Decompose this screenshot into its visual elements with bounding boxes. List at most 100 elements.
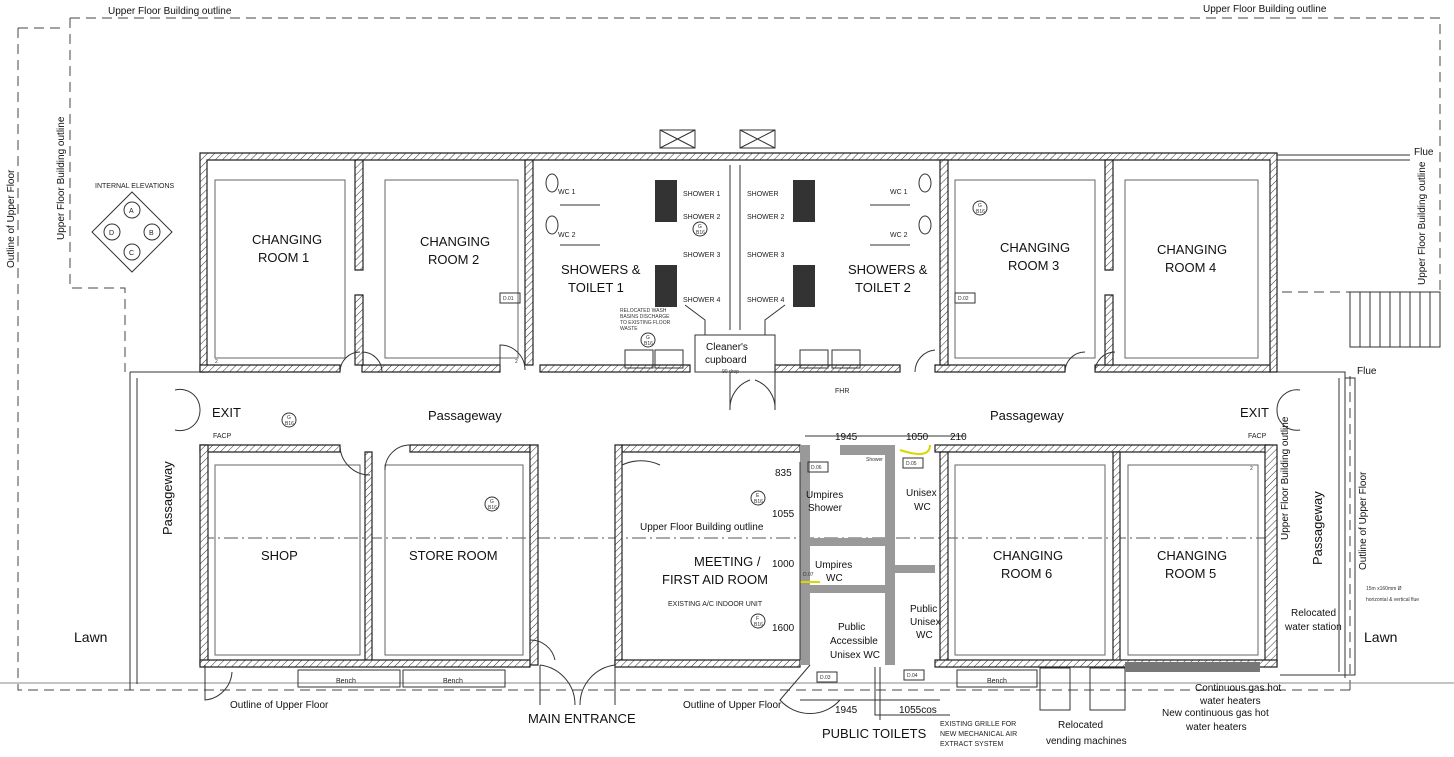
existing-grille-label: NEW MECHANICAL AIR (940, 731, 1017, 738)
facp-label: FACP (1248, 433, 1267, 440)
public-toilets-label: PUBLIC TOILETS (822, 726, 927, 741)
door-tag: D.04 (907, 673, 918, 679)
door-swing-yellow (899, 444, 931, 455)
elevation-code: B16 (976, 209, 985, 215)
vending-machines-label: Relocated (1058, 720, 1103, 731)
wash-note: TO EXISTING FLOOR (620, 320, 671, 326)
door-tag: D.07 (803, 572, 814, 578)
door-tag: D.01 (503, 296, 514, 302)
existing-grille-label: EXTRACT SYSTEM (940, 741, 1003, 748)
upper-floor-outline (0, 17, 1454, 691)
umpires-shower-label: Shower (808, 503, 843, 514)
umpires-wc-label: Umpires (815, 560, 852, 571)
doors (174, 344, 1301, 714)
new-heaters-label: water heaters (1185, 722, 1247, 733)
wash-note: RELOCATED WASH (620, 308, 667, 314)
vending-machines-label: vending machines (1046, 736, 1127, 747)
door-tag: D.02 (958, 296, 969, 302)
main-entrance-label: MAIN ENTRANCE (528, 711, 636, 726)
umpires-shower-label: Umpires (806, 490, 843, 501)
elevation-tag: G (698, 224, 702, 230)
dimension: 1050 (906, 432, 929, 443)
elevation-tag: F (756, 616, 759, 622)
svg-text:B: B (149, 230, 154, 237)
elevation-tag: G (978, 203, 982, 209)
elevation-tag: E (756, 493, 760, 499)
bench-label: Bench (443, 678, 463, 685)
upper-floor-outline-label: Upper Floor Building outline (1280, 416, 1291, 540)
showers-toilet-1-label: TOILET 1 (568, 280, 624, 295)
elevation-code: B16 (644, 341, 653, 347)
shower-label: Shower (866, 457, 883, 463)
unisex-wc-label: Unisex (906, 488, 937, 499)
building-walls (129, 152, 1346, 690)
existing-ac-label: EXISTING A/C INDOOR UNIT (668, 601, 763, 608)
door-tag: D.05 (906, 461, 917, 467)
upper-floor-outline-label: Upper Floor Building outline (1203, 4, 1327, 15)
cleaners-note: 90 drop (722, 369, 739, 375)
upper-floor-outline-label: Upper Floor Building outline (56, 116, 67, 240)
svg-text:D: D (109, 230, 114, 237)
shower-fixtures (545, 129, 932, 373)
dimension: 1600 (772, 623, 795, 634)
changing-room-4-label: ROOM 4 (1165, 260, 1216, 275)
internal-elevations-symbol: INTERNAL ELEVATIONS A B C D (91, 183, 175, 273)
passageway-label: Passageway (428, 408, 502, 423)
elevation-tag: G (646, 335, 650, 341)
shower-label: SHOWER 3 (747, 252, 784, 259)
fhr-label: FHR (835, 388, 849, 395)
bench-label: Bench (336, 678, 356, 685)
elevation-tag: G (287, 415, 291, 421)
upper-floor-outline-label: Upper Floor Building outline (640, 522, 764, 533)
cleaners-cupboard-label: cupboard (705, 355, 747, 366)
door-tag: D.03 (820, 675, 831, 681)
elevation-code: B16 (488, 505, 497, 511)
public-accessible-wc-label: Accessible (830, 636, 878, 647)
public-unisex-wc-label: Unisex (910, 617, 941, 628)
exit-label: EXIT (212, 405, 241, 420)
meeting-room-label: MEETING / (694, 554, 761, 569)
changing-room-1-label: CHANGING (252, 232, 322, 247)
wc-2-label: WC 2 (558, 232, 576, 239)
shop-label: SHOP (261, 548, 298, 563)
old-heaters-label: Continuous gas hot (1195, 683, 1281, 694)
dimension: 835 (775, 468, 792, 479)
lawn-label: Lawn (74, 629, 107, 645)
elevation-number: 2 (215, 359, 218, 365)
passageway-label: Passageway (990, 408, 1064, 423)
stairs (1349, 291, 1441, 348)
meeting-room-label: FIRST AID ROOM (662, 572, 768, 587)
dimension: 1945 (835, 705, 858, 716)
changing-room-5-label: ROOM 5 (1165, 566, 1216, 581)
shower-2-label: SHOWER 2 (683, 214, 720, 221)
changing-room-1-label: ROOM 1 (258, 250, 309, 265)
flue-note: 15m x160mm Ø (1366, 586, 1402, 592)
wc-1-label: WC 1 (890, 189, 908, 196)
dimension: 210 (950, 432, 967, 443)
door-tag: D.06 (811, 465, 822, 471)
old-heaters-label: water heaters (1199, 696, 1261, 707)
outline-upper-floor-label: Outline of Upper Floor (1358, 471, 1369, 570)
facp-label: FACP (213, 433, 232, 440)
flue-label: Flue (1414, 147, 1434, 158)
public-unisex-wc-label: WC (916, 630, 933, 641)
dimension: 1000 (772, 559, 795, 570)
wc-1-label: WC 1 (558, 189, 576, 196)
elevation-code: B16 (754, 622, 763, 628)
outline-upper-floor-label: Outline of Upper Floor (6, 169, 17, 268)
showers-toilet-2-label: TOILET 2 (855, 280, 911, 295)
passageway-label: Passageway (160, 461, 175, 535)
changing-room-2-label: CHANGING (420, 234, 490, 249)
outline-upper-floor-label: Outline of Upper Floor (683, 700, 782, 711)
existing-grille-label: EXISTING GRILLE FOR (940, 721, 1016, 728)
svg-text:A: A (129, 208, 134, 215)
elevation-tag: G (490, 499, 494, 505)
dimension: 1055 (772, 509, 795, 520)
shower-label: SHOWER 2 (747, 214, 784, 221)
umpires-wc-label: WC (826, 573, 843, 584)
elevation-code: B16 (754, 499, 763, 505)
changing-room-6-label: ROOM 6 (1001, 566, 1052, 581)
shower-label: SHOWER (747, 191, 779, 198)
shower-label: SHOWER 4 (747, 297, 784, 304)
